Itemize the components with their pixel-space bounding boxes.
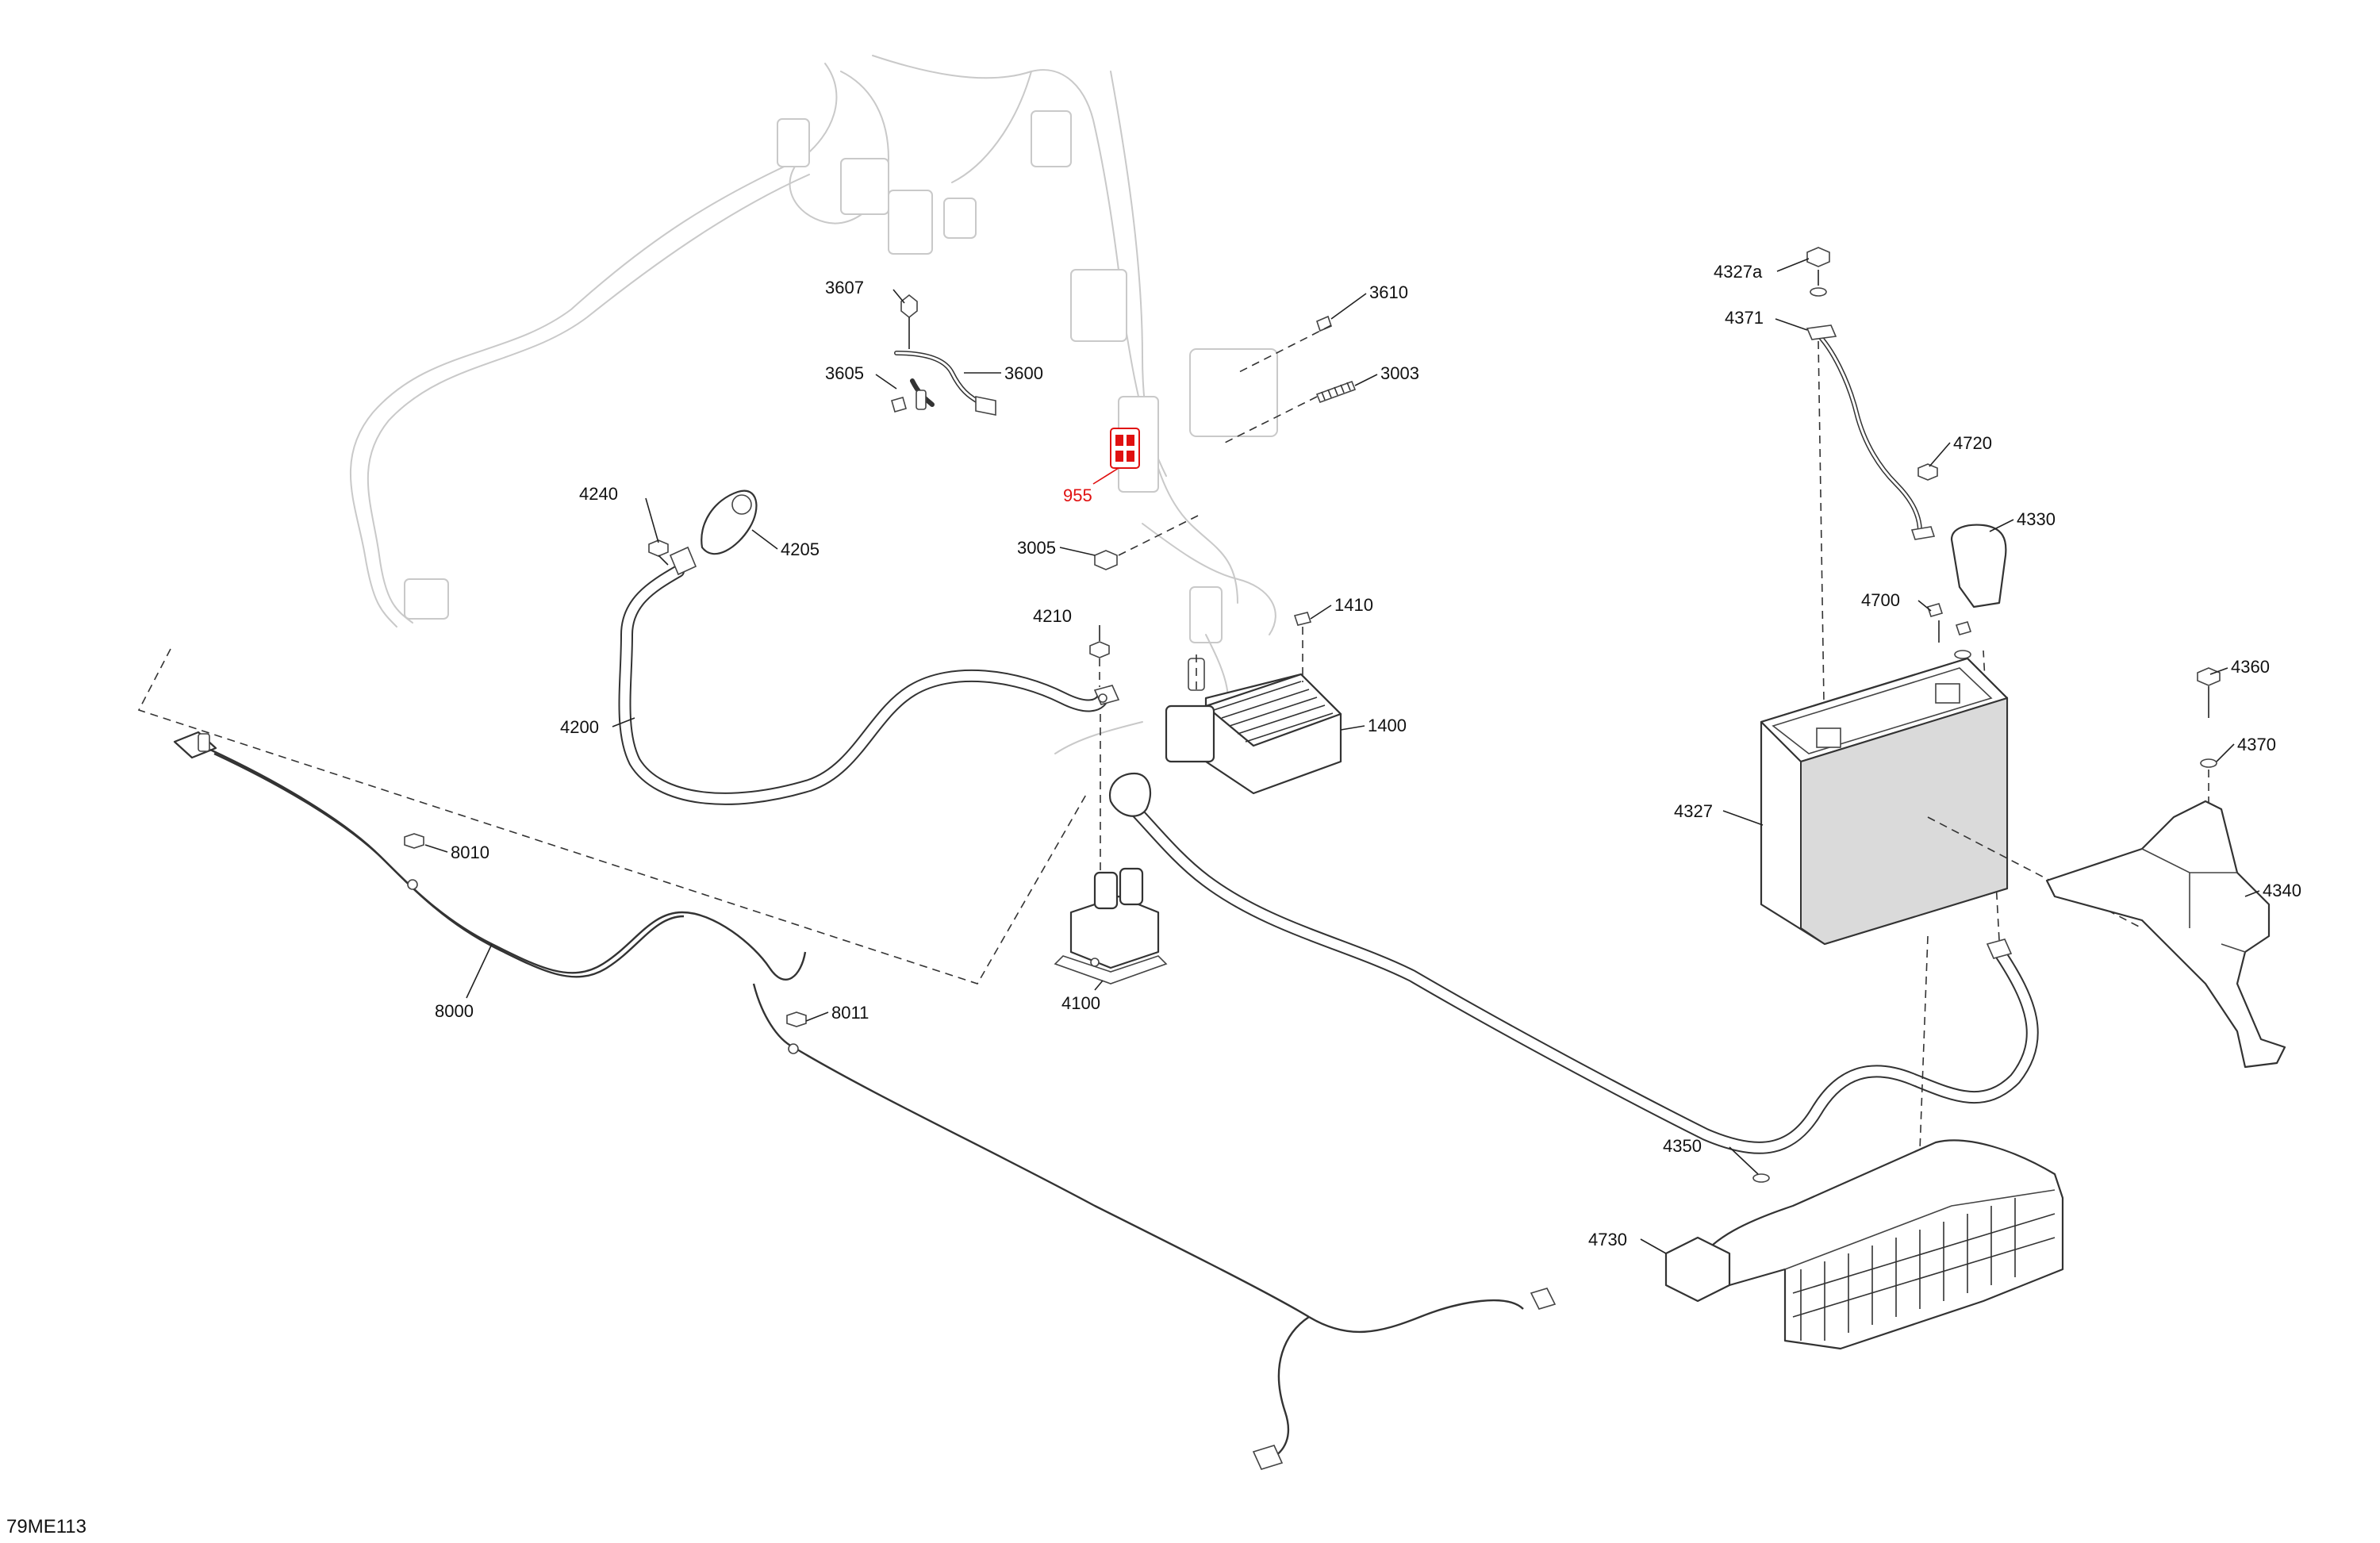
- callout-4360: 4350: [1663, 1136, 1702, 1156]
- starter-solenoid-4100: [1054, 714, 1168, 985]
- callout-4730: 4720: [1953, 433, 1992, 453]
- callout-4327a: 4327a: [1714, 262, 1763, 282]
- leader-lines: [424, 258, 2260, 1254]
- relay-block-955: [1110, 428, 1140, 469]
- diagram-reference: 79ME113: [6, 1516, 86, 1537]
- callout-3605: 3605: [825, 363, 864, 383]
- callout-1410: 1410: [1334, 595, 1373, 615]
- ground-strap-group: [891, 294, 996, 416]
- callout-8011: 8011: [831, 1003, 869, 1023]
- callout-3005: 3005: [1017, 538, 1056, 558]
- negative-cable: [1108, 650, 2039, 1154]
- callout-1400: 1400: [1368, 716, 1407, 735]
- callout-4371: 4370: [2237, 735, 2276, 754]
- battery-strap-4700: [1806, 247, 1938, 754]
- callout-955: 955: [1063, 486, 1092, 505]
- callout-4200: 4200: [560, 717, 599, 737]
- callout-3003: 3003: [1380, 363, 1419, 383]
- vehicle-harness-background: [350, 55, 1278, 754]
- callout-4100: 4100: [1061, 993, 1100, 1013]
- battery-tray-4350: [1664, 1139, 2064, 1350]
- callout-4720: 4700: [1861, 590, 1900, 610]
- callout-3610: 3610: [1369, 282, 1408, 302]
- callout-4370: 4360: [2231, 657, 2270, 677]
- callout-labels: 3607 3600 3605 3610 3003 955 3005 4240 4…: [435, 262, 2301, 1249]
- callout-4327: 4327: [1674, 801, 1713, 821]
- callout-4700: 4371: [1725, 308, 1764, 328]
- callout-4240: 4240: [579, 484, 618, 504]
- routing-outline: [137, 648, 1088, 985]
- callout-4205: 4205: [781, 539, 820, 559]
- screws-fasteners-upper: [1094, 315, 1357, 570]
- callout-4350: 4730: [1588, 1230, 1627, 1249]
- battery-4327: [1760, 657, 2143, 1151]
- callout-4340: 4340: [2263, 881, 2301, 900]
- callout-8000: 8000: [435, 1001, 474, 1021]
- positive-cable-4200: [618, 489, 1120, 805]
- sensor-harness-8000: [173, 731, 1557, 1470]
- callout-4210: 4210: [1033, 606, 1072, 626]
- callout-3600: 3600: [1004, 363, 1043, 383]
- callout-4330: 4330: [2017, 509, 2056, 529]
- callout-8010: 8010: [451, 843, 489, 862]
- callout-3607: 3607: [825, 278, 864, 297]
- battery-bracket-4340: [2045, 667, 2286, 1069]
- voltage-regulator-1400: [1165, 612, 1342, 795]
